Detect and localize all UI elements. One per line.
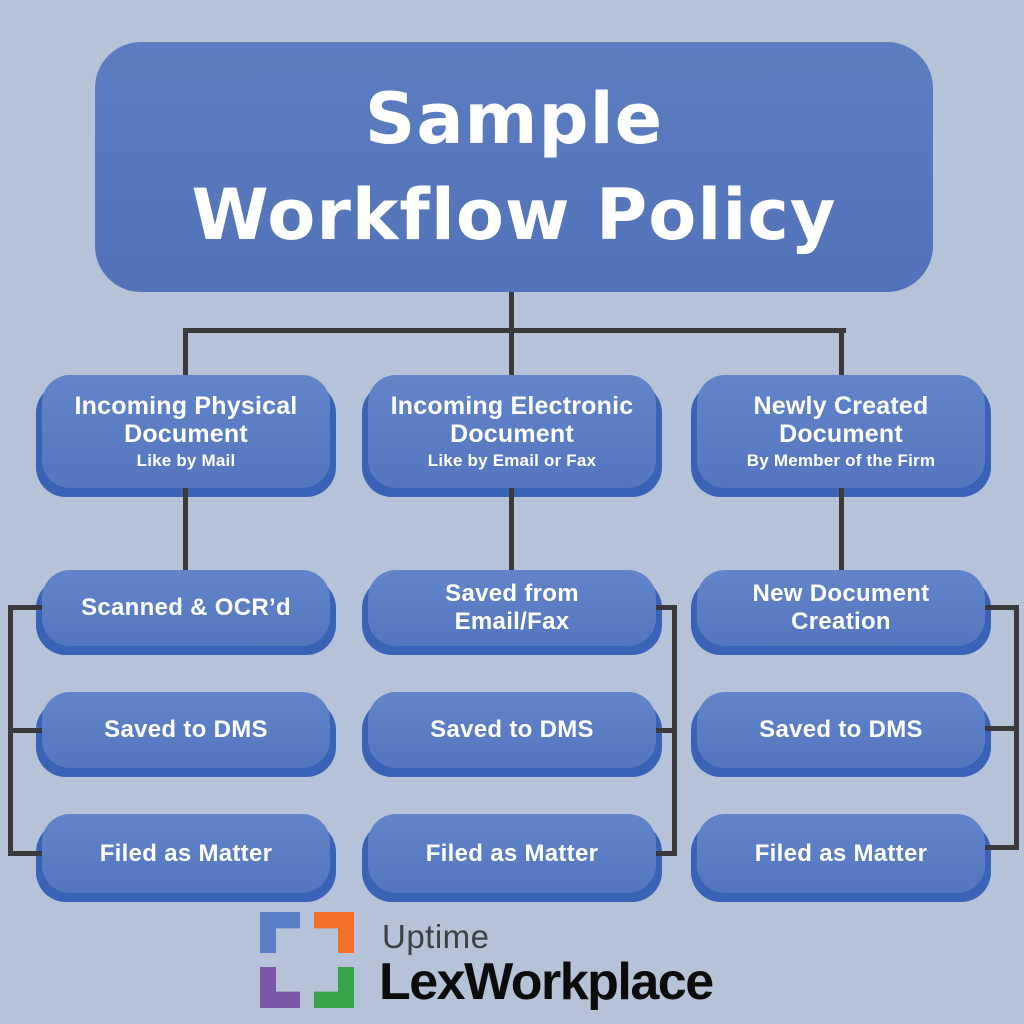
column1-step1: Scanned & OCR’d <box>36 570 336 655</box>
column1-step3-label: Filed as Matter <box>99 839 273 867</box>
frame-corner-bottom-left-icon <box>260 967 300 1008</box>
brand-name-lexworkplace: LexWorkplace <box>379 953 714 1011</box>
column3-header-title: Newly Created Document <box>753 392 929 448</box>
column2-header-title: Incoming Electronic Document <box>390 392 634 448</box>
connector-middle-stub-row4 <box>645 851 677 856</box>
column2-step1: Saved from Email/Fax <box>362 570 662 655</box>
column2-step2: Saved to DMS <box>362 692 662 777</box>
lexworkplace-frame-icon <box>260 912 354 1008</box>
connector-left-stub-row4 <box>8 851 48 856</box>
connector-drop-col2 <box>509 328 514 380</box>
lexworkplace-logo: Uptime LexWorkplace <box>260 906 780 1016</box>
diagram-title-line2: Workflow Policy <box>191 174 837 256</box>
title-box: Sample Workflow Policy <box>95 42 933 292</box>
connector-middle-stub-row3 <box>645 728 677 733</box>
connector-right-stub-row2 <box>978 605 1019 610</box>
column1-header: Incoming Physical Document Like by Mail <box>36 375 336 497</box>
column3-step1: New Document Creation <box>691 570 991 655</box>
connector-left-stub-row3 <box>8 728 48 733</box>
column3-header-subtitle: By Member of the Firm <box>746 451 936 470</box>
connector-right-stub-row4 <box>978 845 1019 850</box>
column1-header-title: Incoming Physical Document <box>74 392 298 448</box>
connector-col3-header-step <box>839 486 844 574</box>
connector-top-horizontal <box>183 328 846 333</box>
frame-corner-top-left-icon <box>260 912 300 953</box>
column3-step2-label: Saved to DMS <box>759 716 923 744</box>
connector-left-stub-row2 <box>8 605 48 610</box>
column2-step2-label: Saved to DMS <box>430 716 594 744</box>
connector-col1-header-step <box>183 486 188 574</box>
column2-step1-label: Saved from Email/Fax <box>445 580 579 635</box>
column1-step2-label: Saved to DMS <box>104 716 268 744</box>
brand-name-uptime: Uptime <box>382 918 490 955</box>
column3-step3: Filed as Matter <box>691 814 991 902</box>
connector-drop-col1 <box>183 328 188 380</box>
column3-step1-label: New Document Creation <box>752 580 930 635</box>
column2-header-subtitle: Like by Email or Fax <box>427 451 597 470</box>
column3-step2: Saved to DMS <box>691 692 991 777</box>
connector-middle-stub-row2 <box>645 605 677 610</box>
connector-right-stub-row3 <box>978 726 1019 731</box>
diagram-title-line1: Sample <box>364 78 664 160</box>
column1-step2: Saved to DMS <box>36 692 336 777</box>
frame-corner-top-right-icon <box>314 912 354 953</box>
column1-step1-label: Scanned & OCR’d <box>81 594 291 622</box>
column3-step3-label: Filed as Matter <box>754 839 928 867</box>
connector-col2-header-step <box>509 486 514 574</box>
connector-drop-col3 <box>839 328 844 380</box>
column2-step3-label: Filed as Matter <box>425 839 599 867</box>
column1-header-subtitle: Like by Mail <box>136 451 236 470</box>
column2-step3: Filed as Matter <box>362 814 662 902</box>
column1-step3: Filed as Matter <box>36 814 336 902</box>
column3-header: Newly Created Document By Member of the … <box>691 375 991 497</box>
frame-corner-bottom-right-icon <box>314 967 354 1008</box>
connector-title-stem <box>509 291 514 333</box>
column2-header: Incoming Electronic Document Like by Ema… <box>362 375 662 497</box>
